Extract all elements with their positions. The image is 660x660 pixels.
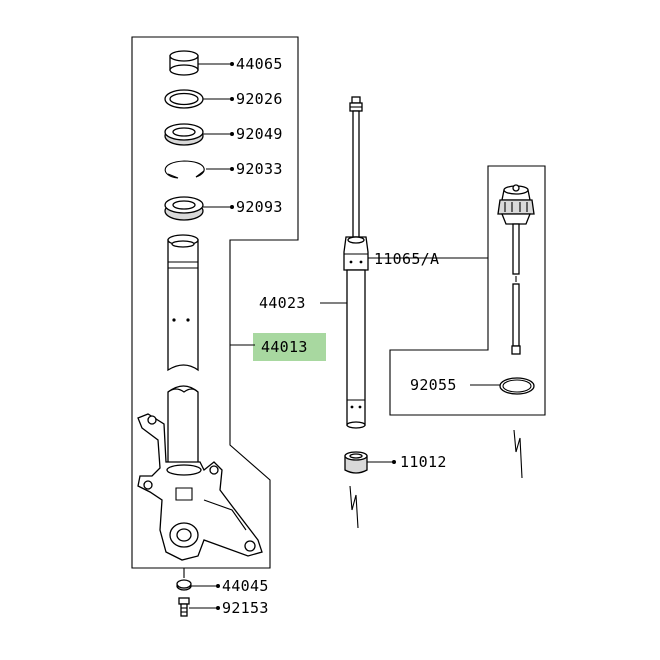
label-44065[interactable]: 44065 bbox=[236, 55, 283, 73]
left-group-frame bbox=[131, 36, 299, 569]
label-92093[interactable]: 92093 bbox=[236, 198, 283, 216]
label-44013-highlight bbox=[253, 333, 326, 361]
part-92093-dust-seal[interactable] bbox=[164, 196, 204, 221]
part-damper-rod-assembly[interactable] bbox=[497, 184, 535, 355]
label-44023[interactable]: 44023 bbox=[259, 294, 306, 312]
part-92033-circlip[interactable] bbox=[164, 160, 205, 179]
part-92153-bolt[interactable] bbox=[178, 597, 190, 617]
part-92055-o-ring[interactable] bbox=[499, 377, 535, 395]
part-92026-washer[interactable] bbox=[164, 89, 204, 109]
label-92026[interactable]: 92026 bbox=[236, 90, 283, 108]
label-11065[interactable]: 11065/A bbox=[374, 250, 439, 268]
label-92055[interactable]: 92055 bbox=[410, 376, 457, 394]
part-92049-oil-seal[interactable] bbox=[164, 123, 204, 146]
label-11012[interactable]: 11012 bbox=[400, 453, 447, 471]
label-44045[interactable]: 44045 bbox=[222, 577, 269, 595]
label-92033[interactable]: 92033 bbox=[236, 160, 283, 178]
break-line-middle bbox=[349, 485, 359, 529]
part-11012-collar[interactable] bbox=[344, 451, 368, 474]
break-line-right bbox=[513, 429, 523, 479]
right-group-frame bbox=[368, 165, 546, 416]
label-44013[interactable]: 44013 bbox=[261, 338, 308, 356]
label-92049[interactable]: 92049 bbox=[236, 125, 283, 143]
part-44045-washer[interactable] bbox=[176, 579, 192, 591]
part-44023-inner-tube[interactable] bbox=[346, 269, 366, 429]
part-44013-outer-tube[interactable] bbox=[137, 234, 263, 561]
label-92153[interactable]: 92153 bbox=[222, 599, 269, 617]
part-44065-bushing[interactable] bbox=[169, 50, 199, 76]
part-11065-cartridge-rod[interactable] bbox=[343, 96, 369, 271]
